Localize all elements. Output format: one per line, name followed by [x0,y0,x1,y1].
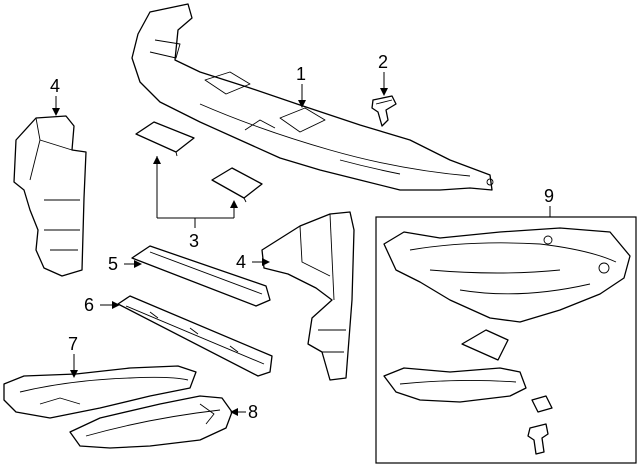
part-4-left-air-guide [13,115,87,277]
part-8-under-cover [69,395,233,449]
part-1-upper-support [131,3,494,191]
part-3-seal-pads [135,121,263,203]
part-9-detail-box [375,216,637,464]
part-2-clip [371,95,397,127]
callout-7: 7 [68,334,78,354]
part-9-engine-under-cover [383,227,631,455]
part-6-deflector [117,295,273,377]
callout-3: 3 [189,231,199,251]
callout-5: 5 [108,254,118,274]
callout-8: 8 [248,402,258,422]
part-4-right-air-guide [261,211,355,381]
callout-6: 6 [84,295,94,315]
part-5-seal-strip [131,245,271,307]
leader-lines [52,72,551,416]
callout-9: 9 [544,186,554,206]
callout-2: 2 [378,52,388,72]
callout-4-right: 4 [236,252,246,272]
callout-1: 1 [296,64,306,84]
callout-4-left: 4 [50,76,60,96]
